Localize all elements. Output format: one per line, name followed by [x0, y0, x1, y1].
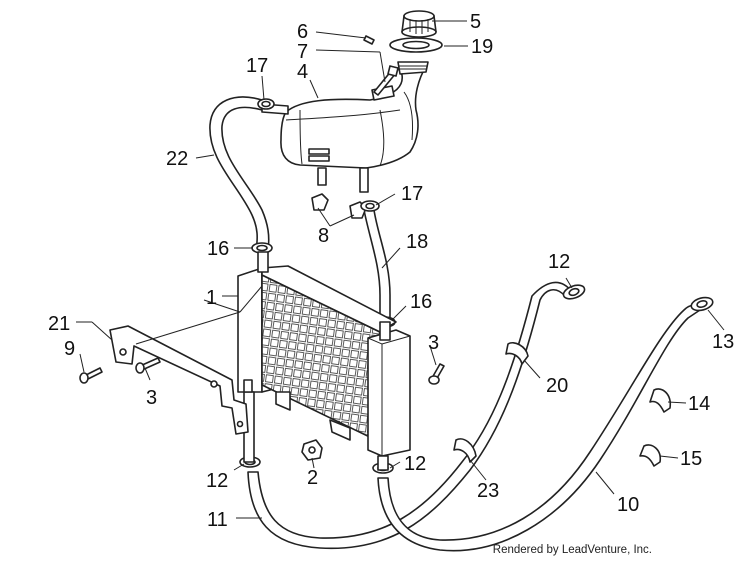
screw-6: [363, 35, 375, 45]
callout-18: 18: [406, 231, 428, 253]
bolt-7: [373, 65, 399, 96]
callout-5: 5: [470, 11, 481, 33]
band-clamp-23: [453, 438, 477, 463]
callout-1: 1: [206, 287, 217, 309]
callout-16-right: 16: [410, 291, 432, 313]
callout-14: 14: [688, 393, 710, 415]
clip-14: [649, 388, 672, 413]
callout-12-center: 12: [404, 453, 426, 475]
callout-22: 22: [166, 148, 188, 170]
callout-16-left: 16: [207, 238, 229, 260]
leader-lines: [76, 20, 725, 519]
callout-12-left: 12: [206, 470, 228, 492]
bolt-3-right: [428, 363, 445, 385]
band-clamp-20: [505, 341, 529, 365]
callout-2: 2: [307, 467, 318, 489]
callout-6: 6: [297, 21, 308, 43]
clamp-17-right: [360, 200, 380, 212]
callout-3-right: 3: [428, 332, 439, 354]
callout-labels: 5 19 6 7 17 4 22 17 8 16 18 12 1 16 21 1…: [48, 11, 734, 531]
mounting-bracket-21: [109, 325, 249, 435]
callout-4: 4: [297, 61, 308, 83]
callout-11: 11: [207, 509, 228, 531]
callout-12-upper: 12: [548, 251, 570, 273]
callout-13: 13: [712, 331, 734, 353]
radiator: [237, 251, 411, 471]
callout-17-right: 17: [401, 183, 423, 205]
reservoir-cap: [401, 10, 437, 38]
bolt-9: [79, 367, 103, 384]
clamp-17-top: [257, 98, 275, 110]
callout-3-left: 3: [146, 387, 157, 409]
callout-19: 19: [471, 36, 493, 58]
clamp-12-upper: [562, 284, 586, 300]
callout-9: 9: [64, 338, 75, 360]
render-credit: Rendered by LeadVenture, Inc.: [492, 544, 652, 556]
callout-10: 10: [617, 494, 639, 516]
callout-8: 8: [318, 225, 329, 247]
bolt-3-left: [135, 357, 161, 374]
callout-20: 20: [546, 375, 568, 397]
callout-17-top: 17: [246, 55, 268, 77]
coolant-reservoir-tank: [261, 61, 429, 193]
callout-7: 7: [297, 41, 308, 63]
clamp-13: [690, 296, 714, 312]
callout-15: 15: [680, 448, 702, 470]
callout-23: 23: [477, 480, 499, 502]
overflow-hose-22: [209, 96, 270, 251]
callout-21: 21: [48, 313, 70, 335]
cap-gasket: [389, 37, 443, 53]
clip-15: [639, 444, 662, 467]
nut-2: [301, 439, 323, 461]
nut-8a: [311, 193, 329, 211]
hose-18: [363, 209, 391, 321]
